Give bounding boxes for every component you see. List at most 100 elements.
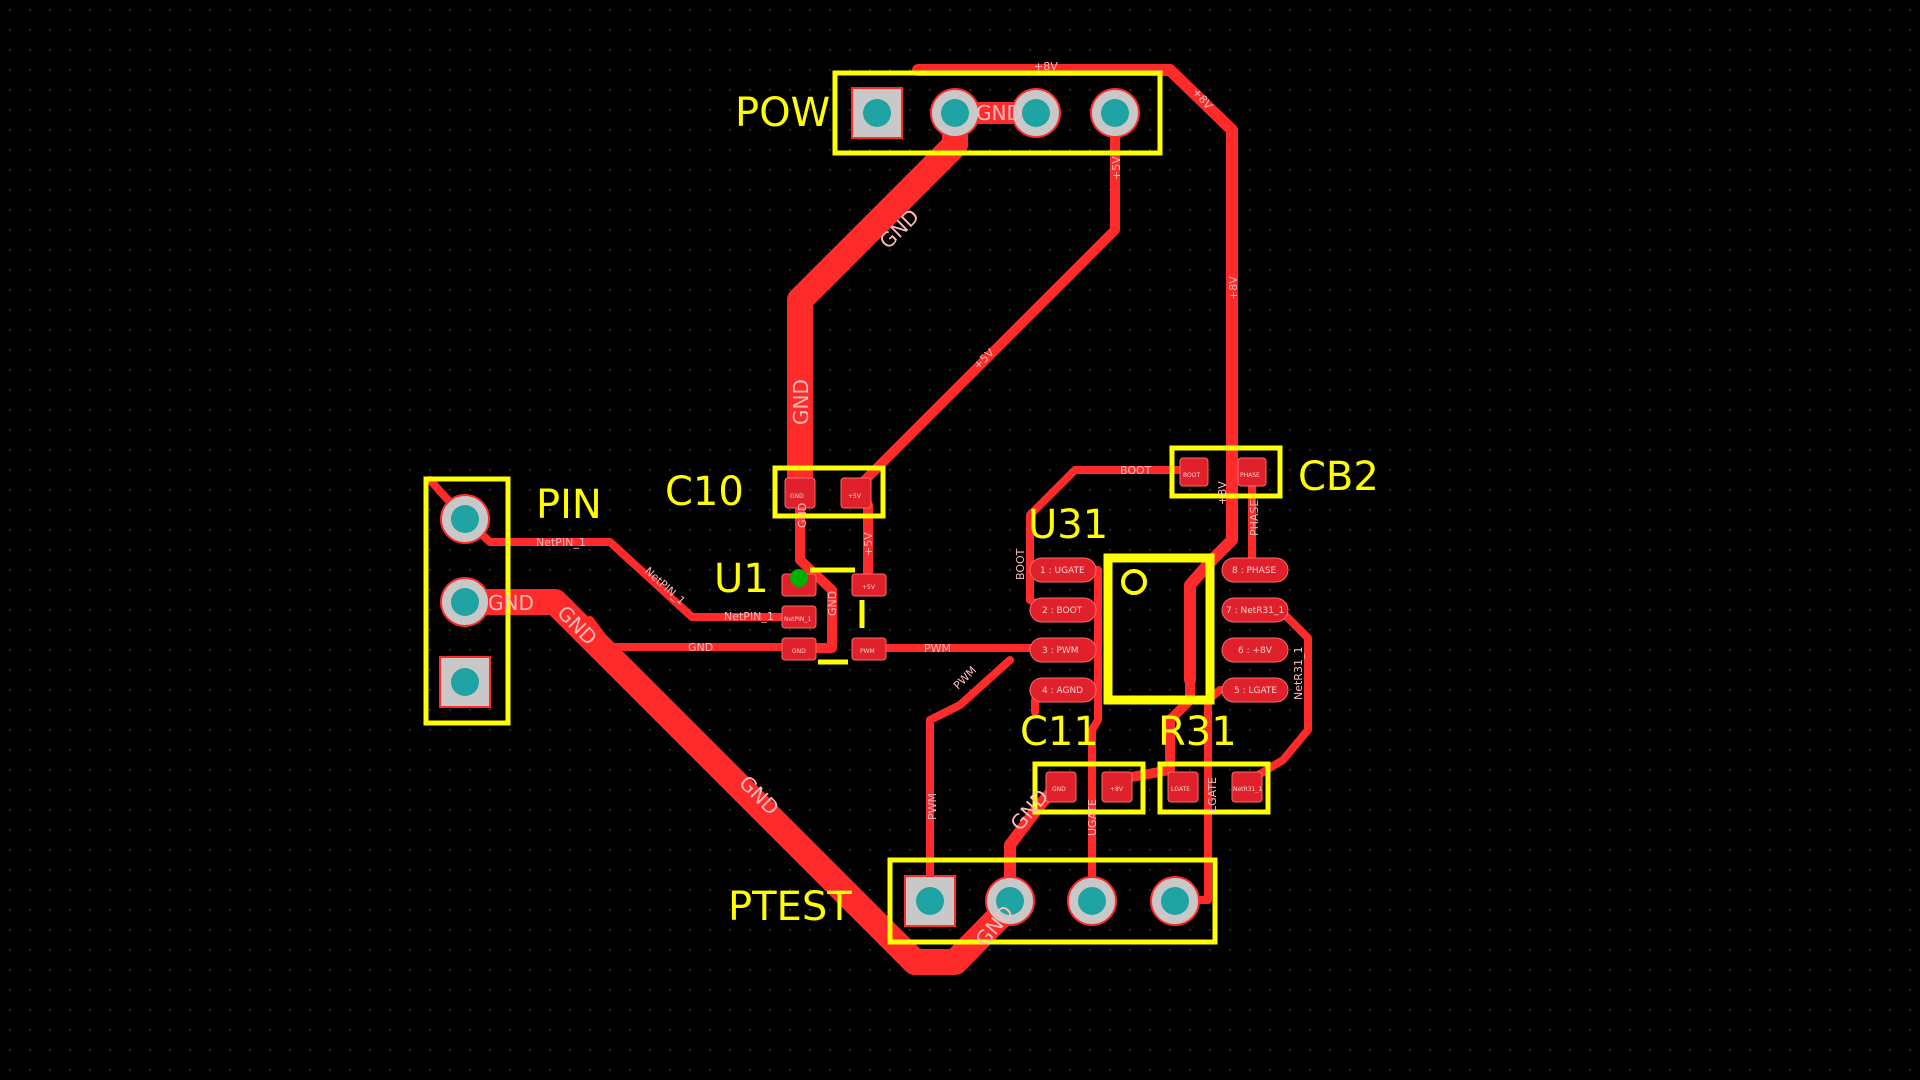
c10-outline[interactable] bbox=[772, 465, 886, 519]
r31-outline[interactable] bbox=[1157, 761, 1271, 815]
c10-pad2-label: +5V bbox=[848, 493, 862, 500]
pin-pad-2-drill bbox=[451, 588, 479, 616]
trace-gnd-u1[interactable] bbox=[586, 616, 794, 651]
r31-pad-2[interactable] bbox=[1231, 771, 1263, 803]
u1-pad-2[interactable] bbox=[781, 605, 817, 629]
ptest-pad-3-drill bbox=[1078, 887, 1106, 915]
c10-pad-1[interactable] bbox=[784, 477, 816, 509]
cb2-outline[interactable] bbox=[1169, 445, 1283, 499]
silkscreen-outlines bbox=[423, 70, 1283, 945]
u31-pad-3[interactable] bbox=[1029, 637, 1097, 663]
u31-designator[interactable]: U31 bbox=[1028, 502, 1108, 548]
u31-pads bbox=[1029, 557, 1289, 703]
u31-pad-1[interactable] bbox=[1029, 557, 1097, 583]
u1-pad2-label: NetPIN_1 bbox=[784, 616, 811, 623]
u31-pad-4[interactable] bbox=[1029, 677, 1097, 703]
u31-pad-7[interactable] bbox=[1221, 597, 1289, 623]
ptest-pad-1-drill bbox=[916, 887, 944, 915]
net-label-8v-top: +8V bbox=[1034, 60, 1058, 73]
c11-pad-1[interactable] bbox=[1045, 771, 1077, 803]
u1-pad5-label: +5V bbox=[862, 584, 876, 591]
pow-pad-4-drill bbox=[1101, 99, 1129, 127]
c10-designator[interactable]: C10 bbox=[665, 469, 744, 515]
net-label-gnd-pow: GND bbox=[976, 101, 1022, 125]
c11-outline[interactable] bbox=[1032, 761, 1146, 815]
ptest-pad-4-drill bbox=[1161, 887, 1189, 915]
cb2-pad1-label: BOOT bbox=[1183, 472, 1200, 479]
u1-designator[interactable]: U1 bbox=[714, 556, 769, 602]
u1-pad-5[interactable] bbox=[851, 573, 887, 597]
pow-outline[interactable] bbox=[832, 70, 1163, 156]
u31-pin2-label: 2 : BOOT bbox=[1042, 606, 1083, 616]
net-label-phase: PHASE bbox=[1248, 500, 1261, 536]
u1-pad-3[interactable] bbox=[781, 637, 817, 661]
u31-pad-5[interactable] bbox=[1221, 677, 1289, 703]
r31-pad1-label: LGATE bbox=[1171, 786, 1190, 793]
net-label-8v-mid: +8V bbox=[1216, 481, 1229, 505]
u31-pad-8[interactable] bbox=[1221, 557, 1289, 583]
cb2-pad-2[interactable] bbox=[1237, 457, 1267, 487]
u1-pad-4[interactable] bbox=[851, 637, 887, 661]
pow-pad-2-drill bbox=[941, 99, 969, 127]
c11-pad1-label: GND bbox=[1052, 786, 1066, 793]
c11-pad-2[interactable] bbox=[1101, 771, 1133, 803]
pin-designator[interactable]: PIN bbox=[536, 482, 602, 528]
pin-outline[interactable] bbox=[423, 476, 511, 726]
cb2-pad-1[interactable] bbox=[1179, 457, 1209, 487]
u1-pad4-label: PWM bbox=[860, 648, 875, 655]
ptest-outline[interactable] bbox=[887, 857, 1218, 945]
c11-pad2-label: +8V bbox=[1110, 786, 1124, 793]
u31-pin1-label: 1 : UGATE bbox=[1040, 566, 1085, 576]
net-label-netpin1-u1: NetPIN_1 bbox=[724, 610, 774, 623]
trace-8v-top[interactable] bbox=[912, 64, 1238, 686]
c10-pad-2[interactable] bbox=[840, 477, 872, 509]
net-label-gnd-pin: GND bbox=[488, 591, 534, 615]
net-label-gnd-u1-v: GND bbox=[826, 591, 839, 616]
u31-outline[interactable] bbox=[1103, 553, 1215, 705]
cb2-pad2-label: PHASE bbox=[1240, 472, 1260, 479]
net-label-pwm: PWM bbox=[924, 642, 951, 655]
pow-designator[interactable]: POW bbox=[735, 90, 830, 136]
u1-pin1-dot bbox=[790, 569, 808, 587]
u31-pin7-label: 7 : NetR31_1 bbox=[1226, 606, 1284, 616]
net-label-5v-c10: +5V bbox=[862, 532, 875, 556]
tht-pads bbox=[439, 87, 1200, 927]
ptest-designator[interactable]: PTEST bbox=[728, 884, 852, 930]
net-label-boot-v: BOOT bbox=[1014, 548, 1027, 580]
u31-pin4-label: 4 : AGND bbox=[1042, 686, 1083, 696]
u31-pad-2[interactable] bbox=[1029, 597, 1097, 623]
net-label-ugate: UGATE bbox=[1086, 799, 1099, 836]
r31-pad2-label: NetR31_1 bbox=[1233, 786, 1262, 793]
r31-pad-1[interactable] bbox=[1167, 771, 1199, 803]
ptest-pad-2-drill bbox=[996, 887, 1024, 915]
net-label-pwm-ptest: PWM bbox=[926, 793, 939, 820]
net-label-netpin1-top: NetPIN_1 bbox=[536, 536, 586, 549]
net-label-gnd-c10: GND bbox=[796, 503, 809, 528]
u31-pin1-marker bbox=[1121, 569, 1147, 595]
pow-pad-1-drill bbox=[863, 99, 891, 127]
pow-pad-3-drill bbox=[1022, 99, 1050, 127]
cb2-designator[interactable]: CB2 bbox=[1298, 454, 1379, 500]
trace-gnd-c10-u1[interactable] bbox=[795, 486, 837, 653]
pad-labels: 1 : UGATE 2 : BOOT 3 : PWM 4 : AGND 8 : … bbox=[784, 472, 1284, 793]
net-label-8v-right: +8V bbox=[1227, 276, 1240, 300]
net-label-gnd-vertical: GND bbox=[789, 379, 813, 425]
u31-pin5-label: 5 : LGATE bbox=[1234, 686, 1277, 696]
c10-pad1-label: GND bbox=[790, 493, 804, 500]
u31-pin8-label: 8 : PHASE bbox=[1232, 566, 1277, 576]
u31-pad-6[interactable] bbox=[1221, 637, 1289, 663]
pin-pad-1-drill bbox=[451, 505, 479, 533]
u1-pad3-label: GND bbox=[792, 648, 806, 655]
r31-designator[interactable]: R31 bbox=[1158, 709, 1237, 755]
trace-8v-bottom[interactable] bbox=[1110, 675, 1195, 785]
c11-designator[interactable]: C11 bbox=[1020, 709, 1099, 755]
net-label-gnd-u1: GND bbox=[688, 641, 713, 654]
trace-pwm-ptest[interactable] bbox=[926, 656, 1014, 904]
u31-pin6-label: 6 : +8V bbox=[1238, 646, 1273, 656]
designators: POW PIN C10 U1 U31 CB2 C11 R31 PTEST bbox=[536, 90, 1379, 930]
u1-silkscreen bbox=[810, 567, 865, 665]
net-label-netr31: NetR31_1 bbox=[1292, 647, 1305, 700]
net-label-5v-pow: +5V bbox=[1110, 156, 1123, 180]
